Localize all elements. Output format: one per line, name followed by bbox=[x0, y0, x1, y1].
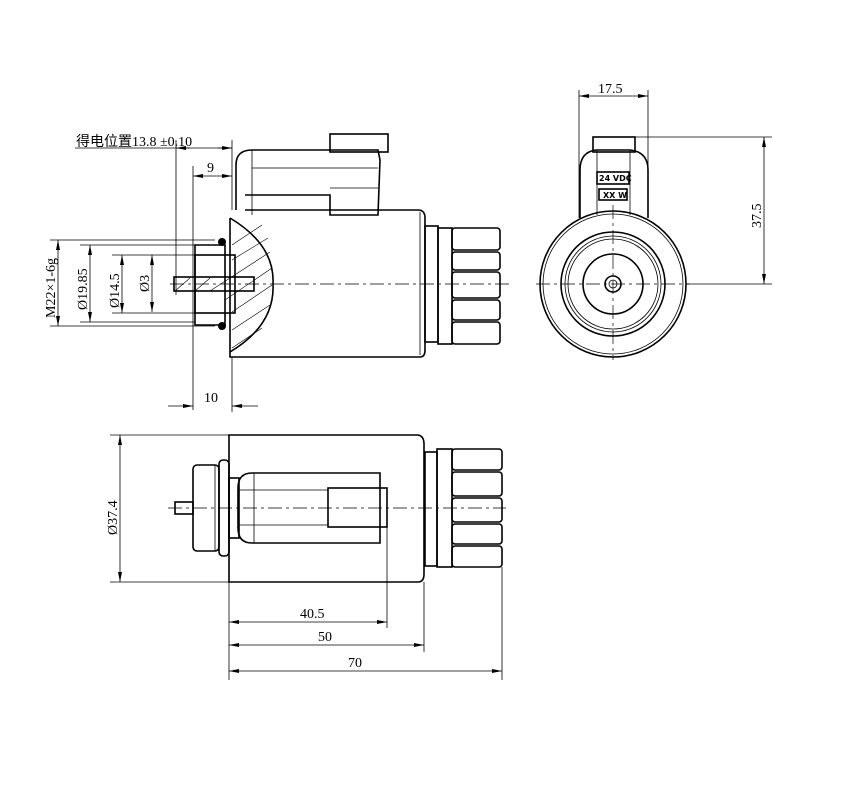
dim-17-5: 17.5 bbox=[598, 82, 623, 97]
dim-10: 10 bbox=[204, 391, 218, 406]
top-view: Ø37.4 40.5 50 70 bbox=[106, 434, 506, 680]
front-view: 得电位置13.8 ±0.10 9 10 M22×1-6g Ø19.85 Ø14.… bbox=[44, 133, 510, 412]
power-label: XX W bbox=[603, 191, 627, 200]
coil-body-top bbox=[228, 434, 425, 583]
dim-37-5: 37.5 bbox=[750, 204, 765, 229]
dia-19-85: Ø19.85 bbox=[76, 268, 91, 310]
thread-label: M22×1-6g bbox=[44, 258, 59, 318]
dia-14-5: Ø14.5 bbox=[108, 273, 123, 308]
dia-37-4: Ø37.4 bbox=[106, 500, 121, 535]
dim-40-5: 40.5 bbox=[300, 607, 325, 622]
voltage-label: 24 VDC bbox=[599, 174, 632, 183]
dim-70: 70 bbox=[348, 656, 362, 671]
energized-position-label: 得电位置13.8 ±0.10 bbox=[76, 133, 192, 150]
dim-50: 50 bbox=[318, 630, 332, 645]
side-view: 24 VDC XX W 17.5 37.5 bbox=[536, 82, 772, 360]
connector-housing bbox=[235, 149, 381, 216]
o-ring-bottom bbox=[218, 322, 226, 330]
dia-3: Ø3 bbox=[138, 275, 153, 292]
o-ring-top bbox=[218, 238, 226, 246]
knurled-nut bbox=[437, 227, 501, 345]
section-hatch bbox=[174, 224, 273, 349]
coil-body bbox=[229, 209, 426, 358]
dim-9: 9 bbox=[207, 161, 214, 176]
